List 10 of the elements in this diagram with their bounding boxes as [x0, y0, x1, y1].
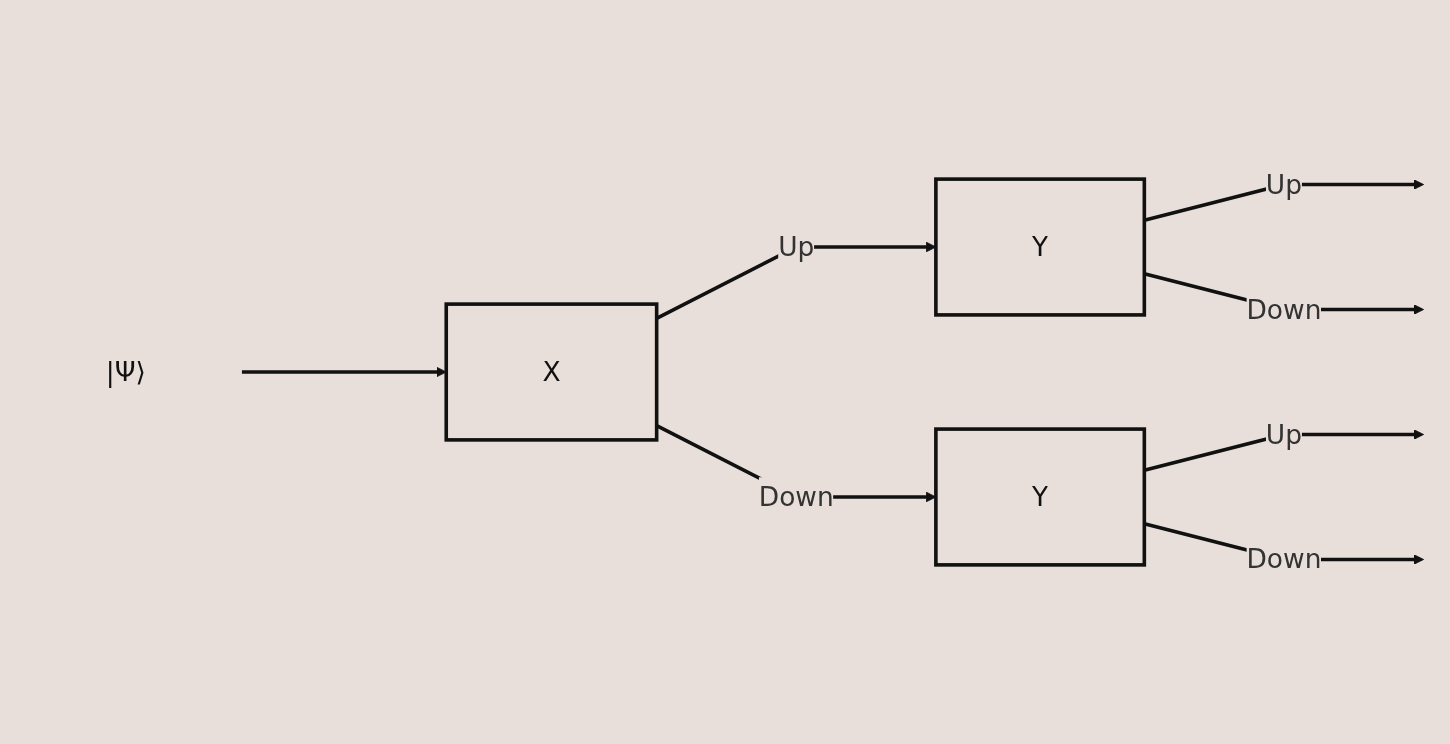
- edge-label: Up: [1265, 419, 1303, 450]
- edge-label: Down: [1246, 544, 1322, 575]
- edge-label: Down: [758, 481, 834, 513]
- edge-label: Up: [1265, 169, 1303, 200]
- node-box: X: [444, 302, 659, 442]
- node-text: |Ψ⟩: [105, 356, 146, 388]
- node-box: Y: [934, 177, 1147, 317]
- edge-label: Up: [778, 231, 815, 263]
- edge-label: Down: [1246, 294, 1322, 325]
- node-box: Y: [934, 427, 1147, 567]
